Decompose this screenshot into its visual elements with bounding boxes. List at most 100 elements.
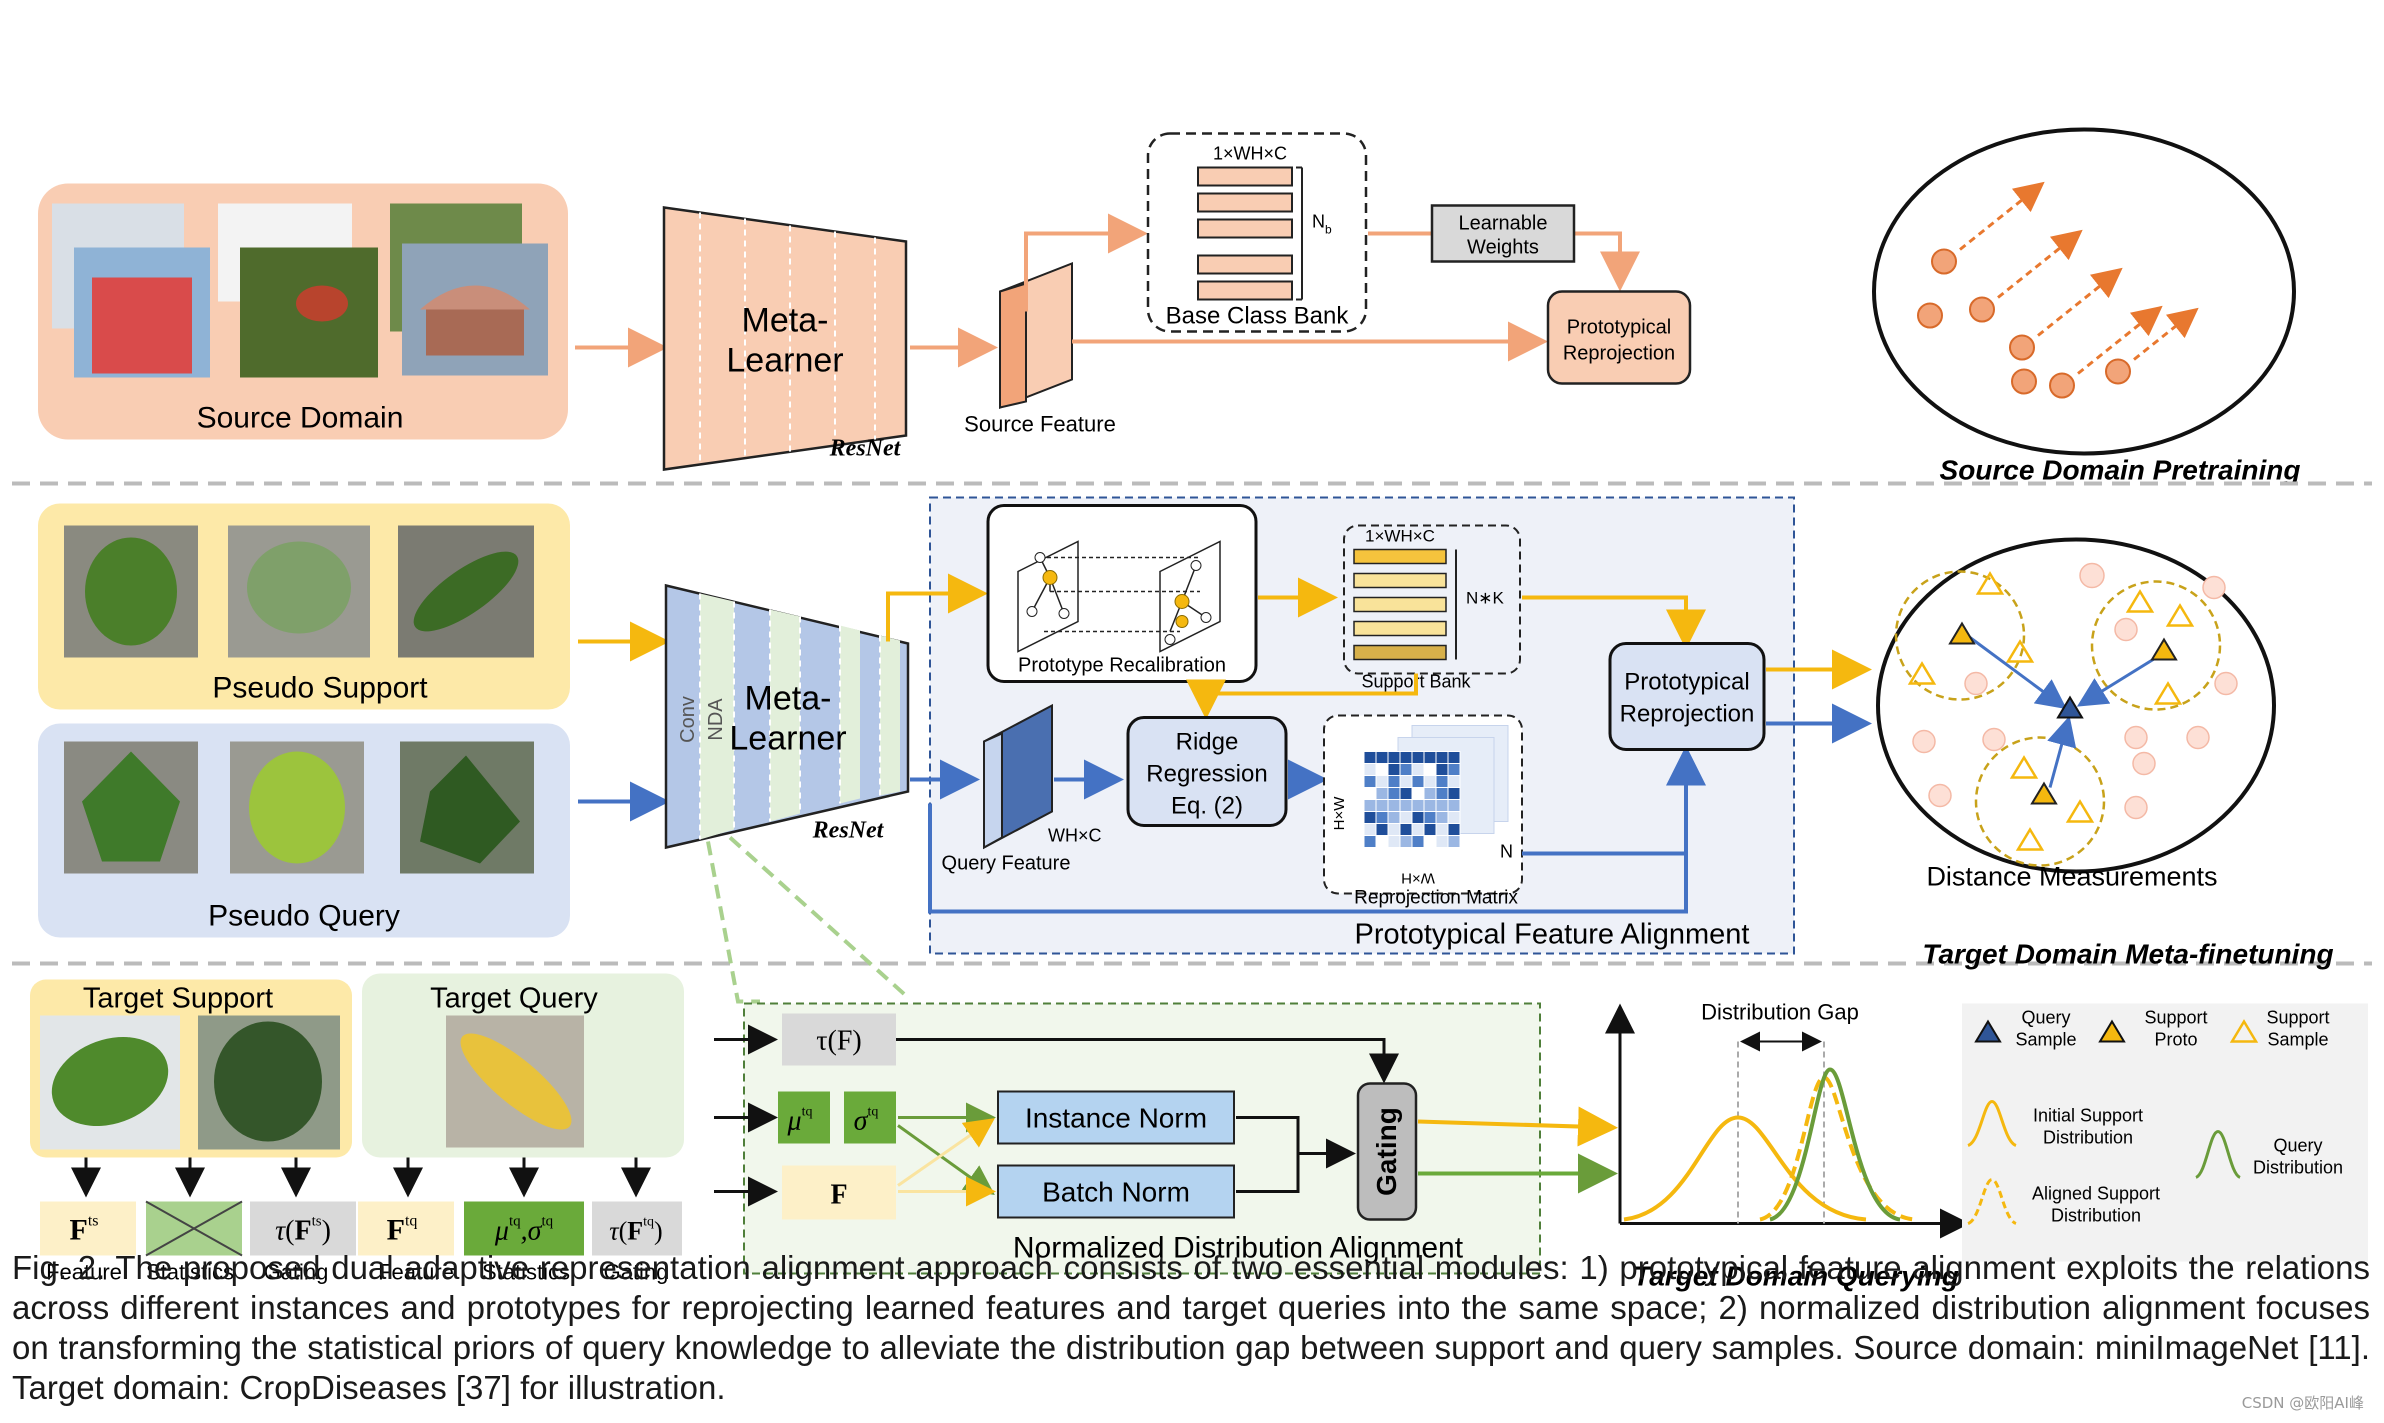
legend-aligned-line1: Aligned Support — [2032, 1184, 2160, 1204]
ridge-line2: Regression — [1146, 761, 1267, 788]
ts-gating-symbol: τ(Fts) — [275, 1214, 331, 1247]
legend-query-sample-line1: Query — [2021, 1008, 2070, 1028]
target-query-leaf — [446, 1015, 584, 1148]
base-class-bank-label: Base Class Bank — [1166, 303, 1350, 330]
tq-gating-box — [592, 1201, 682, 1256]
matrix-cell — [1423, 775, 1437, 788]
matrix-cell — [1435, 763, 1449, 776]
learnable-weights-line1: Learnable — [1459, 213, 1548, 235]
query-feature-block — [983, 703, 1053, 850]
ts-statistics-label: Statistics — [146, 1260, 234, 1285]
instance-norm-label: Instance Norm — [1025, 1103, 1207, 1134]
legend-support-sample-icon — [2229, 1019, 2259, 1043]
meta-proto-reproj-line1: Prototypical — [1624, 669, 1749, 696]
matrix-cell — [1411, 787, 1425, 800]
tq-feature-label: Feature — [378, 1260, 454, 1285]
matrix-cell — [1399, 823, 1413, 836]
source-meta-learner — [662, 206, 908, 471]
gating-box — [1356, 1082, 1418, 1221]
legend-query-dist-line1: Query — [2273, 1136, 2322, 1156]
support-proto-triangles — [1948, 621, 2178, 805]
legend-support-proto-line1: Support — [2144, 1008, 2207, 1028]
legend-aligned-line2: Distribution — [2051, 1206, 2141, 1226]
support-bank-nk-label: N∗K — [1466, 589, 1505, 608]
ridge-line3: Eq. (2) — [1171, 793, 1243, 820]
initial-support-curve — [1623, 1115, 1867, 1222]
legend-support-proto-line2: Proto — [2154, 1030, 2197, 1050]
matrix-cell — [1363, 763, 1377, 776]
matrix-cell — [1363, 823, 1377, 836]
aligned-support-curve — [1759, 1075, 1915, 1222]
source-domain-label: Source Domain — [197, 402, 404, 435]
matrix-cell — [1399, 835, 1413, 848]
pseudo-support-leaves — [64, 525, 534, 658]
matrix-cell — [1435, 751, 1449, 764]
matrix-cell — [1447, 751, 1461, 764]
matrix-cell — [1375, 763, 1389, 776]
watermark: CSDN @欧阳AI峰 — [2241, 1394, 2364, 1412]
matrix-cell — [1375, 811, 1389, 824]
matrix-cell — [1387, 799, 1401, 812]
conv-label: Conv — [677, 696, 699, 743]
distance-clusters — [1894, 570, 2222, 867]
matrix-hxw-label: H×W — [1331, 796, 1348, 831]
matrix-cell — [1423, 751, 1437, 764]
figure-caption: Fig. 2. The proposed dual adaptive repre… — [12, 1249, 2370, 1406]
matrix-cell — [1399, 775, 1413, 788]
pretraining-embedding-space — [1872, 127, 2296, 456]
tq-statistics-box — [464, 1201, 584, 1256]
matrix-cell — [1375, 823, 1389, 836]
target-support-label: Target Support — [83, 983, 273, 1015]
pseudo-query-leaves — [64, 741, 534, 874]
query-sample-triangle — [2056, 695, 2084, 719]
nda-link-left — [706, 841, 760, 1004]
nda-sigma-box — [844, 1091, 896, 1144]
matrix-cell — [1447, 811, 1461, 824]
matrix-cell — [1411, 835, 1425, 848]
prototype-recalibration-label: Prototype Recalibration — [1018, 655, 1226, 677]
matrix-cell — [1411, 799, 1425, 812]
tq-feature-symbol: Ftq — [387, 1213, 418, 1247]
matrix-cell — [1399, 811, 1413, 824]
pretraining-arrows — [1959, 181, 2199, 375]
matrix-cell — [1447, 823, 1461, 836]
legend-query-dist-icon — [2195, 1129, 2241, 1179]
matrix-cell — [1399, 799, 1413, 812]
matrix-cell — [1363, 799, 1377, 812]
matrix-cell — [1387, 835, 1401, 848]
legend-query-sample-icon — [1974, 1019, 2002, 1043]
matrix-cell — [1423, 823, 1437, 836]
matrix-cell — [1411, 763, 1425, 776]
source-feature-label: Source Feature — [964, 412, 1116, 437]
matrix-cell — [1435, 775, 1449, 788]
query-feature-label: Query Feature — [942, 853, 1071, 875]
batch-norm-box — [997, 1164, 1235, 1219]
ts-gating-label: Gating — [264, 1260, 329, 1285]
matrix-cell — [1387, 823, 1401, 836]
batch-norm-label: Batch Norm — [1042, 1177, 1190, 1208]
ts-gating-box — [250, 1201, 356, 1256]
base-class-bank — [1146, 132, 1368, 333]
legend-initial-line2: Distribution — [2043, 1128, 2133, 1148]
target-support-leaves — [40, 1015, 340, 1150]
matrix-cell — [1435, 835, 1449, 848]
ts-feature-label: Feature — [46, 1260, 122, 1285]
nda-sigma: σtq — [854, 1105, 879, 1137]
matrix-cell — [1363, 811, 1377, 824]
tq-statistics-symbol: μtq,σtq — [494, 1214, 554, 1247]
meta-resnet-label: ResNet — [812, 818, 885, 844]
ts-feature-box — [40, 1201, 136, 1256]
query-distribution-curve — [1769, 1067, 1901, 1222]
nda-F-box — [782, 1165, 896, 1220]
matrix-cell — [1363, 751, 1377, 764]
matrix-cell — [1375, 787, 1389, 800]
matrix-cell — [1435, 823, 1449, 836]
matrix-cell — [1387, 751, 1401, 764]
distance-background-points — [1912, 562, 2238, 820]
support-bank-dim-label: 1×WH×C — [1365, 527, 1435, 546]
support-sample-triangles — [1907, 571, 2195, 851]
matrix-cell — [1375, 751, 1389, 764]
bank-dim-label: 1×WH×C — [1213, 144, 1287, 164]
meta-finetuning-title: Target Domain Meta-finetuning — [1922, 939, 2333, 970]
